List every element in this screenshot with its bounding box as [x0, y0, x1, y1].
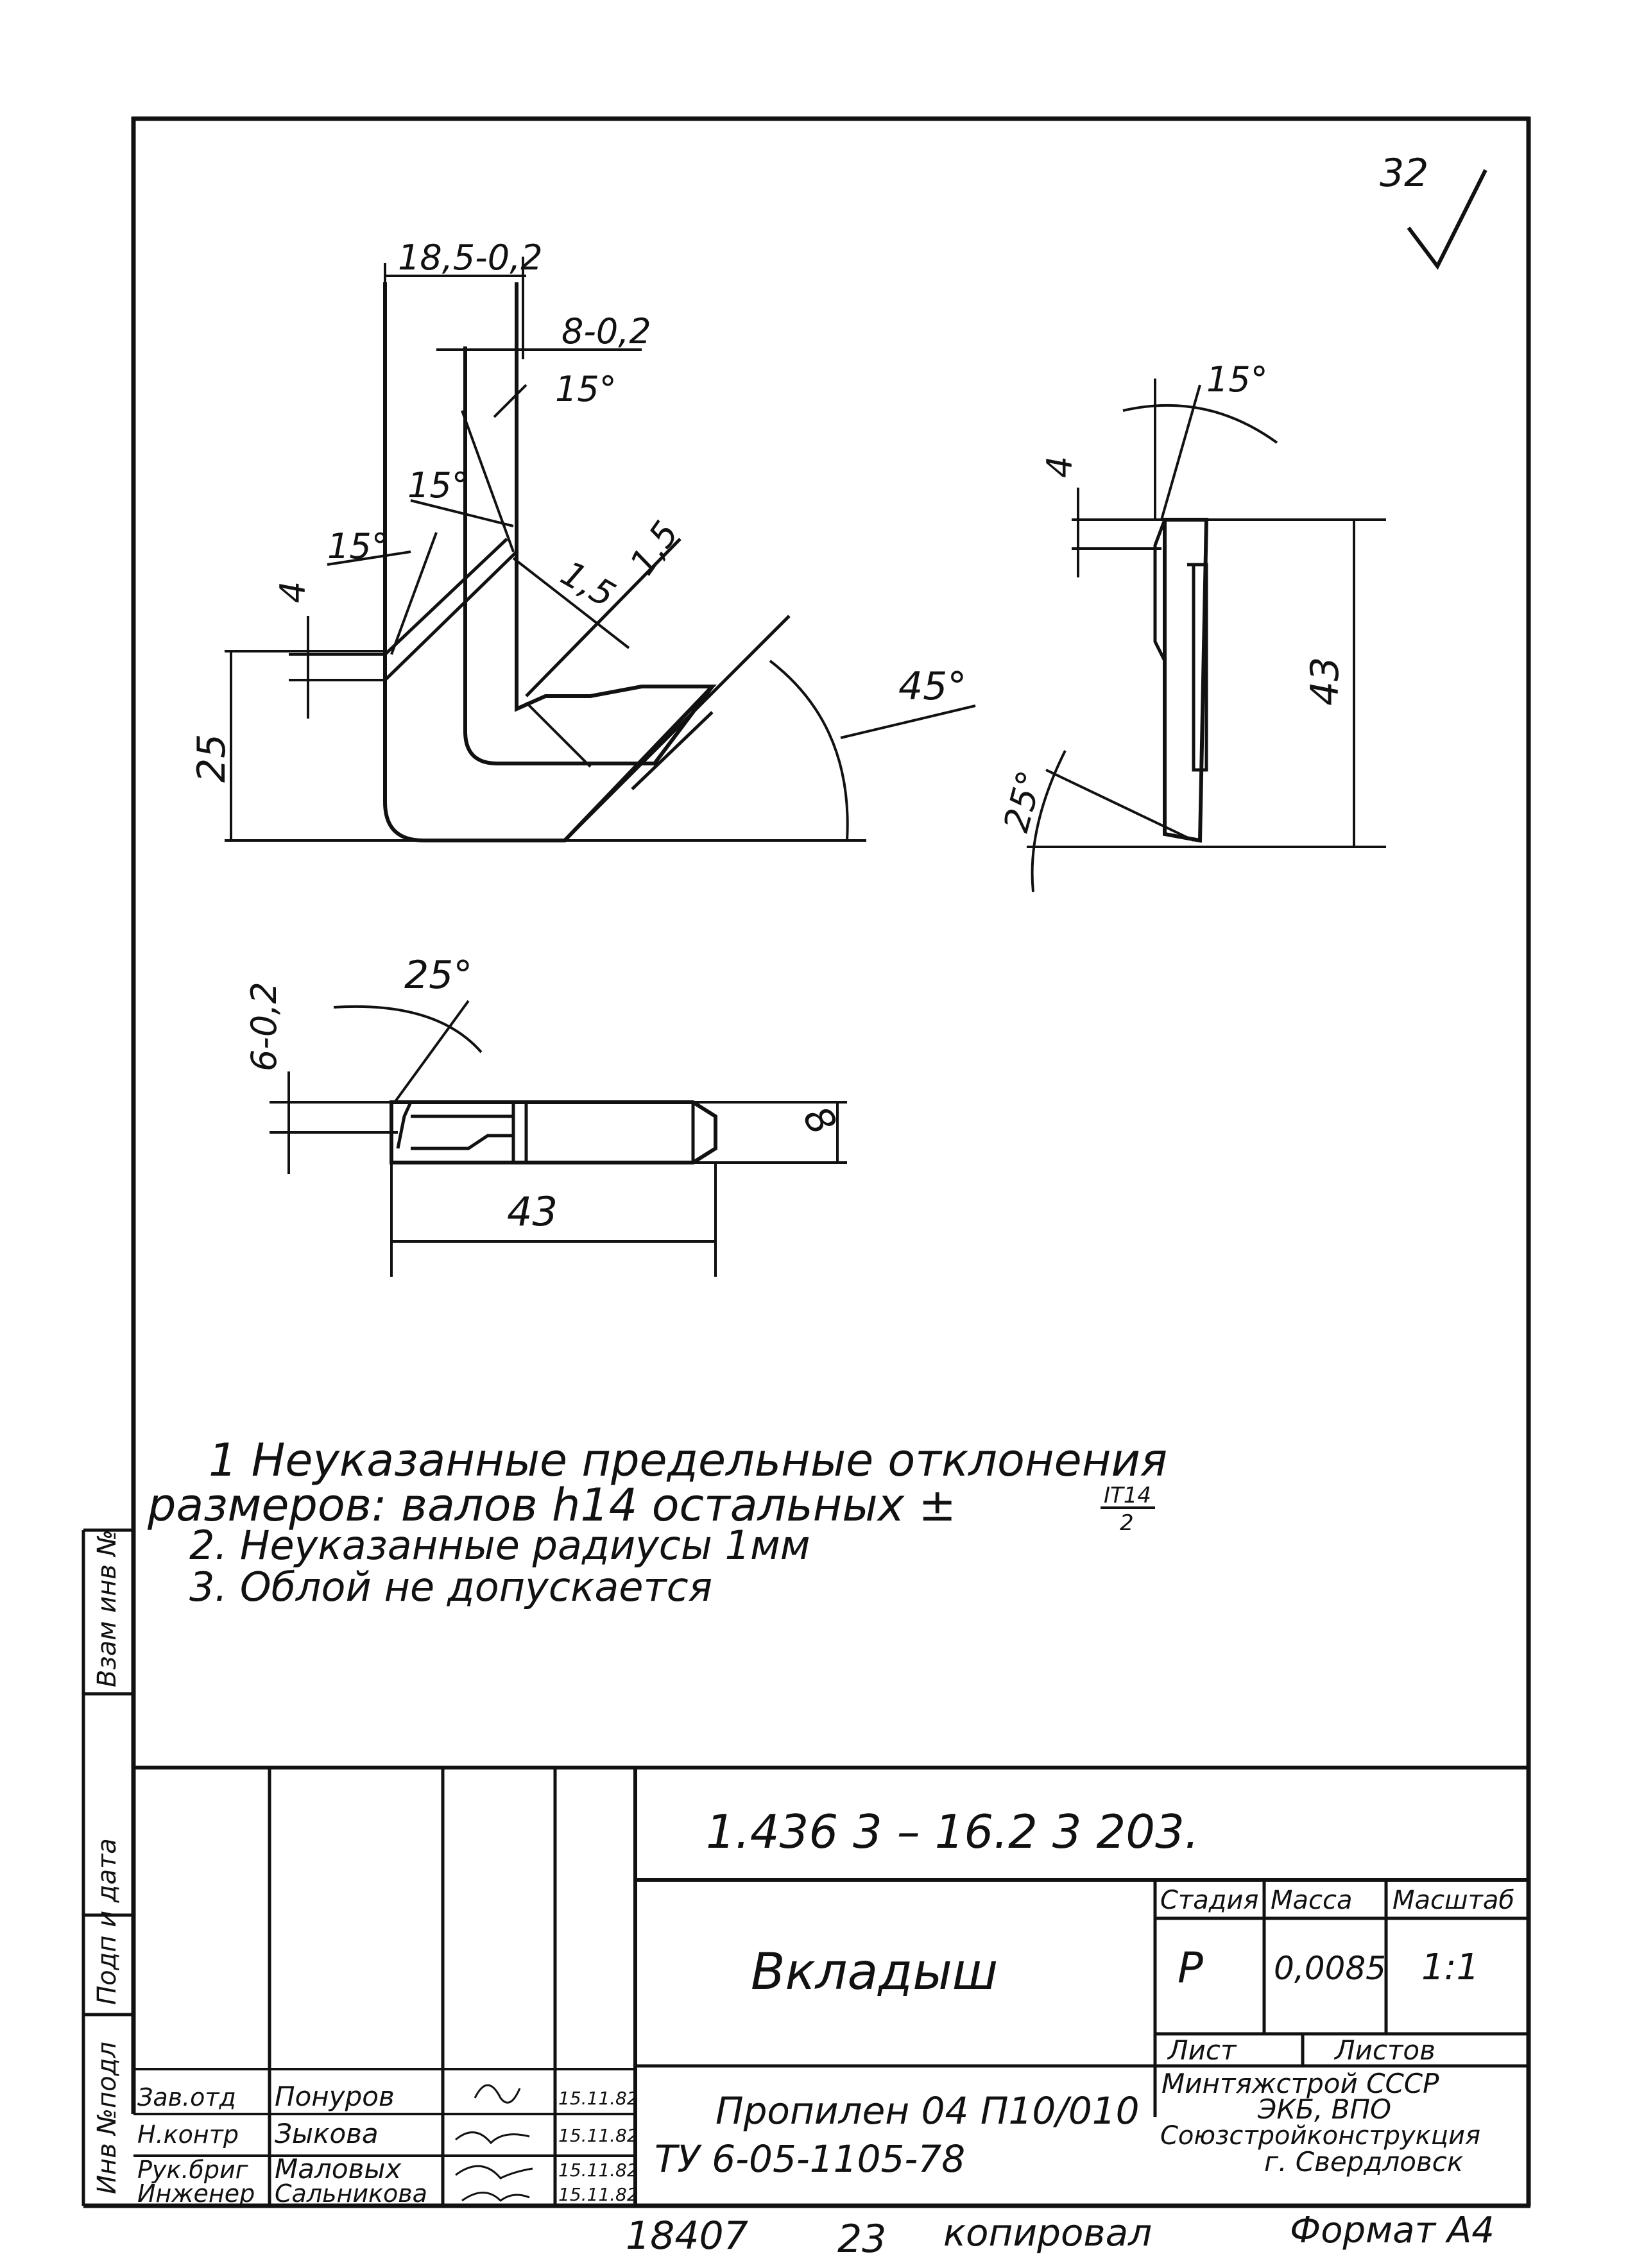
dim-1-5-b: 1,5	[622, 514, 687, 582]
roughness-value: 32	[1380, 151, 1428, 196]
dim-top-width: 18,5-0,2	[398, 237, 543, 278]
note-line-1: 1 Неуказанные предельные отклонения	[209, 1434, 1167, 1487]
dim-bot-25deg: 25°	[404, 953, 472, 998]
name-4: Сальникова	[275, 2179, 427, 2208]
org-line-3: Союзстройконструкция	[1160, 2121, 1480, 2151]
dim-bot-43: 43	[507, 1188, 558, 1235]
side-stamp: Инв №подл Подп и дата Взам инв №	[92, 1530, 122, 2194]
role-3: Рук.бриг	[137, 2156, 249, 2184]
date-3: 15.11.82	[558, 2160, 638, 2181]
side-view: 15° 4 43 25°	[996, 359, 1386, 892]
sign-date-label: Подп и дата	[92, 1838, 122, 2005]
dim-25: 25	[189, 734, 234, 783]
main-view	[225, 257, 976, 842]
material-line-1: Пропилен 04 П10/010	[715, 2089, 1140, 2133]
technical-notes: 1 Неуказанные предельные отклонения разм…	[147, 1434, 1167, 1610]
col-scale: Масштаб	[1392, 1886, 1514, 1915]
dim-slot: 8-0,2	[561, 311, 651, 352]
name-1: Понуров	[275, 2081, 395, 2112]
dim-side-43: 43	[1303, 657, 1348, 706]
note-fraction-den: 2	[1120, 1510, 1134, 1536]
bottom-view: 25° 6-0,2 8 43	[244, 953, 847, 1277]
signature-3	[455, 2165, 533, 2179]
roughness-symbol: 32	[1380, 151, 1487, 270]
sheets-label: Листов	[1333, 2034, 1435, 2066]
dim-side-15: 15°	[1206, 359, 1268, 400]
note-line-4: 3. Облой не допускается	[189, 1564, 712, 1610]
date-2: 15.11.82	[558, 2125, 638, 2146]
designation: 1.436 3 – 16.2 3 203.	[706, 1805, 1199, 1859]
inv-no-label: Инв №подл	[92, 2042, 122, 2194]
copy-number: 23	[837, 2217, 886, 2262]
col-mass: Масса	[1271, 1886, 1353, 1915]
dim-angle-1: 15°	[555, 369, 617, 409]
date-1: 15.11.82	[558, 2088, 638, 2109]
name-3: Маловых	[275, 2153, 402, 2185]
stage-value: Р	[1178, 1943, 1203, 1993]
copied-label: копировал	[943, 2211, 1152, 2255]
dim-angle-3: 15°	[327, 526, 389, 567]
scale-value: 1:1	[1421, 1947, 1479, 1988]
dim-side-4: 4	[1040, 456, 1080, 478]
material-line-2: ТУ 6-05-1105-78	[655, 2137, 965, 2181]
note-fraction-num: IT14	[1104, 1483, 1151, 1508]
org-line-4: г. Свердловск	[1264, 2146, 1464, 2178]
dim-bot-6: 6-0,2	[244, 982, 284, 1071]
org-line-2: ЭКБ, ВПО	[1257, 2093, 1391, 2125]
bottom-info: 18407 23 копировал Формат А4	[626, 2210, 1495, 2262]
mass-value: 0,0085	[1274, 1950, 1386, 1987]
dim-side-25deg: 25°	[996, 767, 1051, 837]
note-line-2: размеров: валов h14 остальных ±	[147, 1479, 956, 1531]
format-label: Формат А4	[1290, 2210, 1495, 2251]
dim-small-4: 4	[273, 581, 313, 603]
role-4: Инженер	[137, 2179, 255, 2208]
signature-4	[461, 2192, 530, 2202]
dim-45: 45°	[898, 664, 966, 709]
col-stage: Стадия	[1160, 1886, 1258, 1915]
sheet-label: Лист	[1167, 2034, 1237, 2066]
part-name: Вкладыш	[751, 1943, 998, 2001]
sheet-frame	[81, 116, 1531, 2208]
repl-inv-label: Взам инв №	[92, 1530, 122, 1687]
main-view-dimensions: 18,5-0,2 8-0,2 15° 15° 15° 4 1,5 1,5 25 …	[189, 237, 966, 783]
signature-1	[474, 2084, 521, 2104]
role-2: Н.контр	[137, 2120, 239, 2149]
title-block: 1.436 3 – 16.2 3 203. Вкладыш Пропилен 0…	[133, 1766, 1529, 2208]
dim-1-5-a: 1,5	[554, 553, 622, 616]
order-number: 18407	[626, 2213, 748, 2258]
org-line-1: Минтяжстрой СССР	[1161, 2068, 1439, 2099]
role-1: Зав.отд	[137, 2083, 236, 2111]
signature-2	[455, 2131, 530, 2145]
name-2: Зыкова	[275, 2118, 379, 2149]
note-line-3: 2. Неуказанные радиусы 1мм	[189, 1522, 810, 1569]
dim-angle-2: 15°	[407, 465, 469, 506]
date-4: 15.11.82	[558, 2184, 638, 2205]
